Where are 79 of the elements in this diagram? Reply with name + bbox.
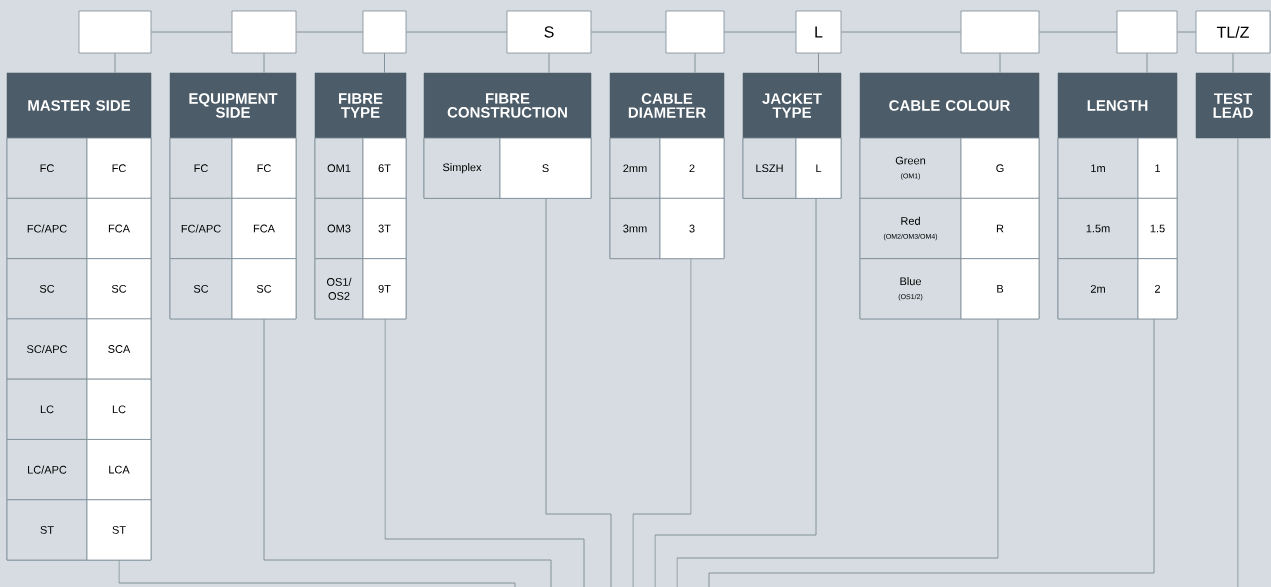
connector-line — [545, 198, 612, 587]
connector-line — [694, 53, 696, 73]
table-cell: B — [960, 258, 1040, 320]
table-cell: 1.5m — [1057, 197, 1139, 260]
connector-line — [118, 560, 516, 587]
table-cell: ST — [86, 499, 152, 561]
table-cell: 3T — [362, 197, 407, 260]
table-cell: SC — [86, 258, 152, 320]
connector-line — [1237, 138, 1239, 587]
connector-line — [1146, 53, 1148, 73]
table-cell: L — [795, 137, 842, 199]
table-cell: SC — [231, 258, 297, 320]
connector-line — [296, 31, 363, 33]
connector-line — [841, 31, 961, 33]
table-cell: OM1 — [314, 137, 364, 199]
table-cell: G — [960, 137, 1040, 199]
table-cell: LC — [6, 378, 88, 440]
connector-line — [1232, 53, 1234, 73]
connector-line — [384, 318, 585, 587]
connector-line — [1177, 31, 1196, 33]
table-cell: R — [960, 197, 1040, 260]
connector-line — [1039, 31, 1117, 33]
table-cell: SC — [6, 258, 88, 320]
table-cell: 3 — [659, 197, 725, 260]
connector-line — [818, 53, 819, 74]
table-cell: OM3 — [314, 197, 364, 260]
connector-line — [708, 318, 1155, 587]
connector-line — [999, 53, 1001, 73]
table-cell: LSZH — [742, 137, 797, 199]
table-cell: SC — [169, 258, 233, 320]
connector-line — [632, 258, 692, 587]
connector-line — [263, 53, 265, 73]
table-cell: LCA — [86, 439, 152, 501]
connector-line — [406, 31, 507, 33]
table-cell: LC/APC — [6, 439, 88, 501]
table-cell: 2m — [1057, 258, 1139, 320]
table-cell: ST — [6, 499, 88, 561]
code-box — [665, 10, 725, 54]
code-box — [231, 10, 297, 54]
table-cell: 1.5 — [1137, 197, 1178, 260]
connector-line — [384, 53, 385, 73]
table-cell: 3mm — [609, 197, 661, 260]
table-cell: 9T — [362, 258, 407, 320]
table-cell: FCA — [86, 197, 152, 260]
table-cell: FC — [169, 137, 233, 199]
code-box — [78, 10, 152, 54]
connector-line — [724, 31, 796, 33]
table-cell: 1m — [1057, 137, 1139, 199]
connector-line — [548, 53, 550, 74]
table-cell: FC/APC — [169, 197, 233, 260]
code-table: TEST LEAD — [1195, 72, 1271, 139]
code-box — [362, 10, 407, 54]
table-cell: FC — [6, 137, 88, 199]
table-cell: FCA — [231, 197, 297, 260]
code-box: L — [795, 10, 842, 54]
connector-line — [676, 318, 999, 587]
code-box: S — [506, 10, 592, 54]
table-cell: FC — [231, 137, 297, 199]
connector-line — [591, 31, 666, 33]
table-cell: 1 — [1137, 137, 1178, 199]
table-cell: 6T — [362, 137, 407, 199]
table-cell: LC — [86, 378, 152, 440]
connector-line — [114, 53, 116, 73]
table-cell: 2 — [1137, 258, 1178, 320]
code-box: TL/Z — [1195, 10, 1271, 54]
table-cell: OS1/ OS2 — [314, 258, 364, 320]
table-cell: SC/APC — [6, 318, 88, 380]
table-cell: S — [499, 137, 592, 199]
table-cell: SCA — [86, 318, 152, 380]
connector-line — [151, 31, 232, 33]
table-cell: 2mm — [609, 137, 661, 199]
table-cell: FC/APC — [6, 197, 88, 260]
table-cell: 2 — [659, 137, 725, 199]
connector-line — [654, 198, 817, 587]
code-box — [960, 10, 1040, 54]
connector-line — [263, 318, 552, 587]
table-cell: Simplex — [423, 137, 501, 199]
code-box — [1116, 10, 1178, 54]
table-cell: FC — [86, 137, 152, 199]
